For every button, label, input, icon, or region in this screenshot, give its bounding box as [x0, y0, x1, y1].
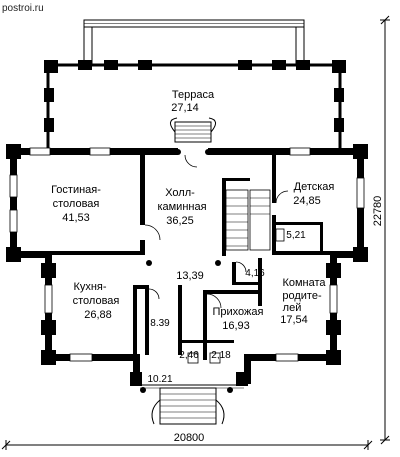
hall-name-line1: Холл- — [165, 187, 195, 199]
fixtures — [140, 149, 285, 393]
entry-area: 16,93 — [222, 320, 250, 332]
entry-name: Прихожая — [213, 306, 264, 318]
parents-area: 17,54 — [280, 314, 308, 326]
kids-area: 24,85 — [293, 195, 321, 207]
kitchen-name-line1: Кухня- — [73, 281, 106, 293]
dimension-height — [380, 15, 390, 445]
vestibule — [130, 372, 248, 425]
kitchen-area: 26,88 — [84, 309, 112, 321]
interior-walls — [17, 155, 357, 360]
living-area: 41,53 — [62, 212, 90, 224]
doors — [144, 154, 289, 309]
height-dimension-label: 22780 — [372, 196, 384, 227]
living-name-line1: Гостиная- — [51, 184, 101, 196]
wc1-area: 2,46 — [179, 350, 199, 361]
hall-area: 36,25 — [166, 215, 194, 227]
kids-name: Детская — [294, 181, 335, 193]
parents-name-line2: родите- — [282, 290, 322, 302]
living-name-line2: столовая — [53, 198, 100, 210]
watermark: postroi.ru — [2, 3, 44, 14]
pantry-area: 8.39 — [150, 318, 170, 329]
hall-name-line2: каминная — [157, 201, 206, 213]
parents-name-line3: лей — [283, 302, 302, 314]
staircase — [225, 189, 271, 251]
dimension-width — [1, 440, 373, 450]
closet-area: 4,16 — [245, 268, 265, 279]
wc2-area: 2,18 — [211, 350, 231, 361]
bath-area: 5,21 — [286, 230, 306, 241]
parents-name-line1: Комната — [282, 277, 326, 289]
kitchen-name-line2: столовая — [73, 295, 120, 307]
width-dimension-label: 20800 — [174, 432, 205, 444]
terrace-name: Терраса — [172, 89, 215, 101]
terrace — [44, 19, 346, 150]
corridor-area: 13,39 — [176, 270, 204, 282]
terrace-area: 27,14 — [171, 102, 199, 114]
windows — [9, 147, 365, 362]
wing-columns — [6, 144, 368, 365]
vestibule-area: 10.21 — [147, 374, 172, 385]
